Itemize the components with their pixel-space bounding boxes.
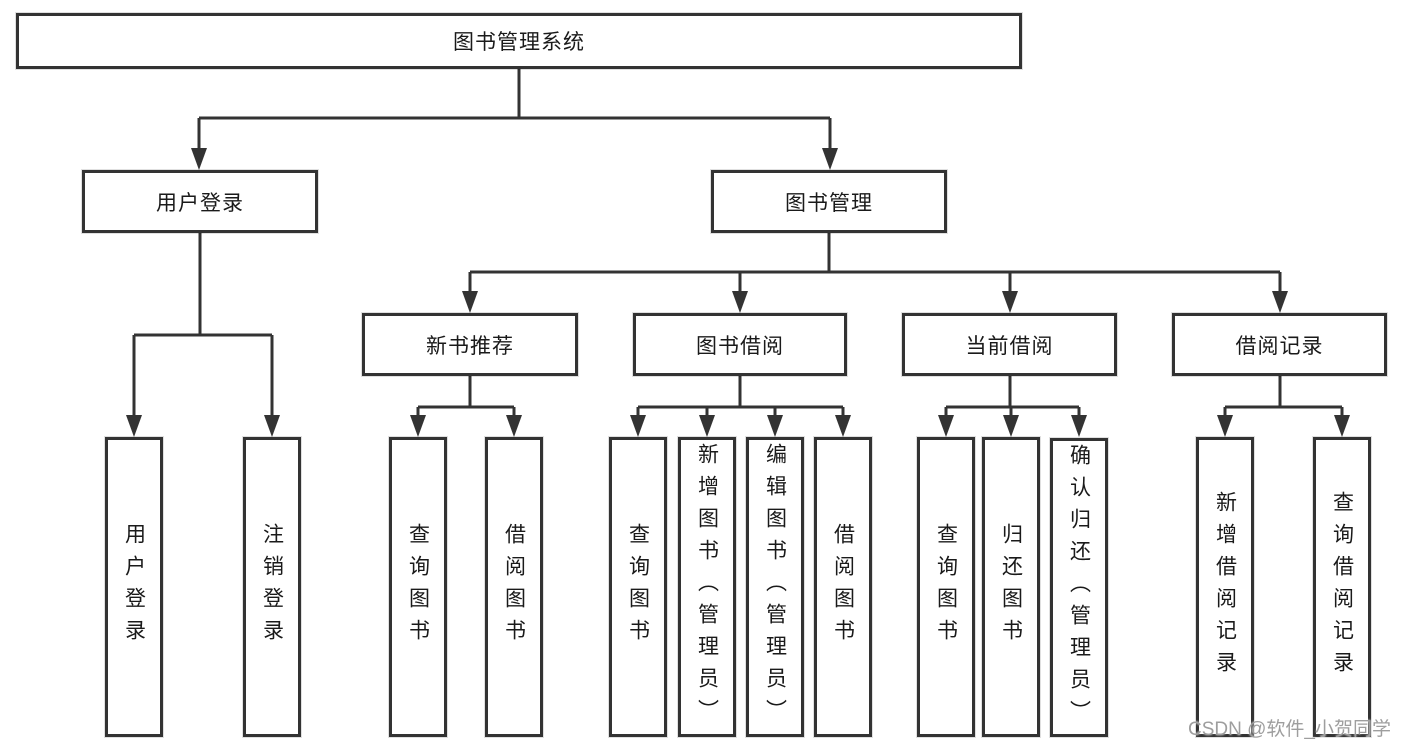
- leaf-query-books-recommend: 查询图书: [389, 437, 447, 737]
- node-label: 查询图书: [934, 523, 958, 651]
- node-book-borrow: 图书借阅: [633, 313, 847, 376]
- node-label: 用户登录: [122, 523, 146, 651]
- leaf-edit-book-admin: 编辑图书（管理员）: [746, 437, 804, 737]
- node-label: 借阅图书: [831, 523, 855, 651]
- node-label: 确认归还（管理员）: [1067, 443, 1091, 732]
- leaf-query-books-current: 查询图书: [917, 437, 975, 737]
- node-new-book-recommend: 新书推荐: [362, 313, 578, 376]
- leaf-borrow-books: 借阅图书: [814, 437, 872, 737]
- node-label: 注销登录: [260, 523, 284, 651]
- leaf-return-book: 归还图书: [982, 437, 1040, 737]
- node-label: 查询图书: [406, 523, 430, 651]
- node-borrow-records: 借阅记录: [1172, 313, 1387, 376]
- node-book-management: 图书管理: [711, 170, 947, 233]
- node-label: 用户登录: [156, 191, 244, 215]
- leaf-logout: 注销登录: [243, 437, 301, 737]
- node-label: 新书推荐: [426, 334, 514, 358]
- leaf-borrow-books-recommend: 借阅图书: [485, 437, 543, 737]
- node-label: 查询图书: [626, 523, 650, 651]
- node-label: 图书管理: [785, 191, 873, 215]
- leaf-add-borrow-record: 新增借阅记录: [1196, 437, 1254, 737]
- leaf-query-books-borrow: 查询图书: [609, 437, 667, 737]
- node-current-borrow: 当前借阅: [902, 313, 1117, 376]
- leaf-confirm-return-admin: 确认归还（管理员）: [1050, 438, 1108, 737]
- node-label: 图书借阅: [696, 334, 784, 358]
- node-library-management-system: 图书管理系统: [16, 13, 1022, 69]
- node-label: 新增图书（管理员）: [695, 443, 719, 731]
- node-label: 新增借阅记录: [1213, 491, 1237, 683]
- leaf-user-login: 用户登录: [105, 437, 163, 737]
- node-label: 查询借阅记录: [1330, 491, 1354, 683]
- node-label: 借阅记录: [1235, 334, 1324, 358]
- leaf-add-book-admin: 新增图书（管理员）: [678, 437, 736, 737]
- node-label: 编辑图书（管理员）: [763, 443, 787, 731]
- node-label: 图书管理系统: [453, 31, 585, 54]
- csdn-watermark: CSDN @软件_小贺同学: [1188, 719, 1391, 740]
- node-user-login: 用户登录: [82, 170, 318, 233]
- node-label: 借阅图书: [502, 523, 526, 651]
- node-label: 当前借阅: [965, 334, 1054, 358]
- node-label: 归还图书: [999, 523, 1023, 651]
- arrowheads: [126, 148, 1350, 437]
- leaf-query-borrow-record: 查询借阅记录: [1313, 437, 1371, 737]
